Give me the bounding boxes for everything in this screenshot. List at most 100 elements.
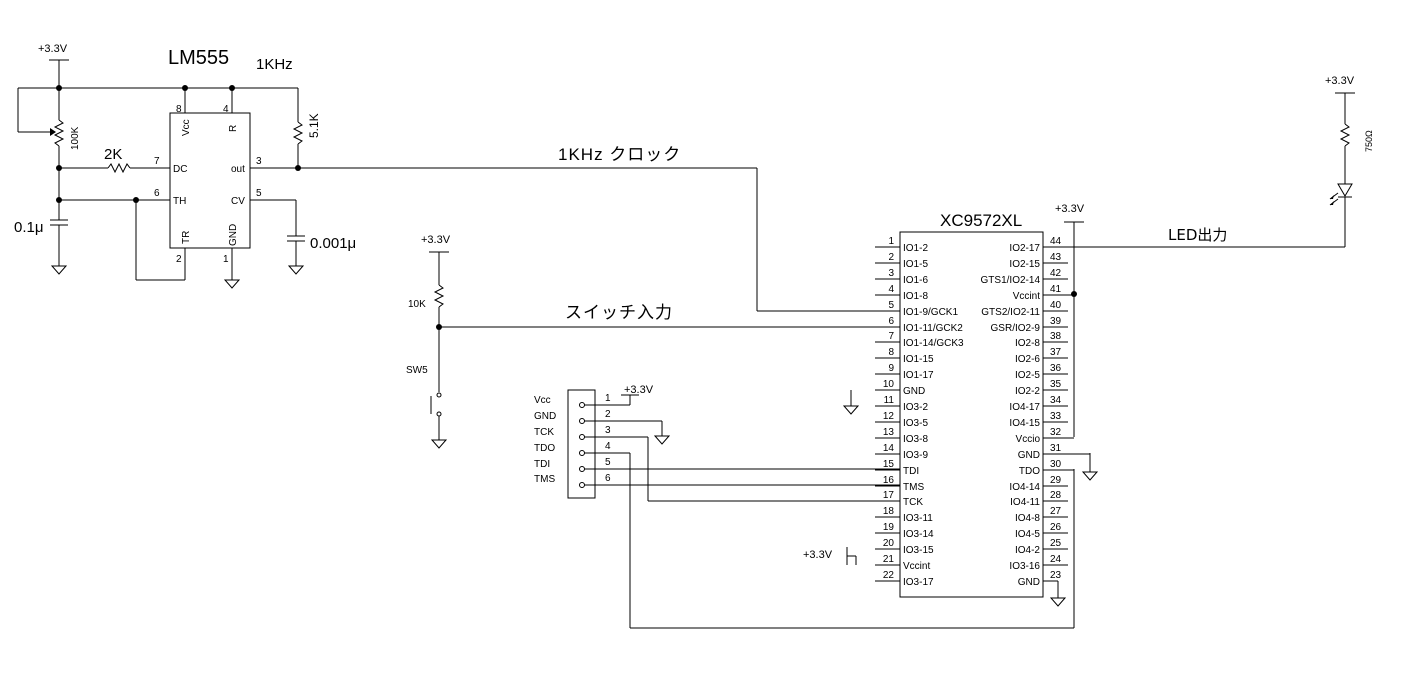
cpld-pin-name: GND [1018,577,1040,588]
jtag-label: TCK [534,427,554,438]
timer-pin-num: 8 [176,104,182,115]
cpld-pin-name: TMS [903,482,924,493]
r-out-value: 5.1K [307,113,321,138]
cpld-pin-num: 10 [883,379,895,390]
cpld-pin-name: GND [1018,450,1040,461]
cpld-pin-num: 38 [1050,331,1062,342]
supply-label: +3.3V [803,549,833,561]
cpld-right-pins: 44IO2-1743IO2-1542GTS1/IO2-1441Vccint40G… [981,236,1090,588]
cpld-pin-num: 25 [1050,538,1062,549]
jtag-label: TMS [534,474,555,485]
cpld-pin-name: GSR/IO2-9 [991,323,1041,334]
cpld-pin-name: TDO [1019,466,1040,477]
supply-label: +3.3V [38,43,68,55]
cpld-pin-num: 23 [1050,570,1062,581]
timer-pin-num: 5 [256,188,262,199]
cpld-pin-name: IO2-8 [1015,338,1040,349]
cpld-pin-num: 8 [888,347,894,358]
cpld-pin-name: IO1-15 [903,354,934,365]
r-led-value: 750Ω [1364,130,1374,152]
timer-pin-name: GND [228,224,239,246]
cpld-pin-name: IO4-8 [1015,513,1040,524]
c-timing-value: 0.1μ [14,219,44,236]
cpld-pin-name: IO4-15 [1009,418,1040,429]
cpld-name: XC9572XL [940,211,1022,230]
cpld-pin-num: 21 [883,554,895,565]
supply-label: +3.3V [421,234,451,246]
switch-label: SW5 [406,365,428,376]
timer-pin-name: TH [173,196,186,207]
timer-pin-name: R [228,125,239,132]
cpld-pin-num: 17 [883,490,895,501]
led-diode [1337,183,1353,197]
cpld-pin-name: IO2-17 [1009,243,1040,254]
cpld-pin-name: IO3-2 [903,402,928,413]
cpld-pin-name: IO1-8 [903,291,928,302]
timer-pin-num: 4 [223,104,229,115]
cpld-pin-num: 43 [1050,252,1062,263]
cpld-pin-name: IO1-9/GCK1 [903,307,958,318]
timer-freq: 1KHz [256,56,293,73]
lm555-chip [169,112,251,249]
cpld-pin-name: IO1-6 [903,275,928,286]
cpld-pin-num: 16 [883,475,895,486]
cpld-pin-name: GTS1/IO2-14 [981,275,1041,286]
cpld-pin-name: IO3-17 [903,577,934,588]
cpld-pin-num: 29 [1050,475,1062,486]
cpld-pin-num: 32 [1050,427,1062,438]
timer-pin-num: 3 [256,156,262,167]
cpld-pin-name: Vccio [1016,434,1041,445]
cpld-pin-num: 14 [883,443,895,454]
jtag-pin-num: 1 [605,393,611,404]
cpld-pin-num: 5 [888,300,894,311]
cpld-pin-name: IO3-14 [903,529,934,540]
switch-section: +3.3V 10K スイッチ入力 SW5 [406,234,900,449]
cpld-pin-num: 34 [1050,395,1062,406]
cpld-pin-name: IO4-5 [1015,529,1040,540]
cpld-pin-name: IO1-11/GCK2 [903,323,963,334]
cpld-pin-name: IO4-17 [1009,402,1040,413]
cpld-pin-name: TCK [903,497,923,508]
cpld-pin-name: Vccint [903,561,930,572]
jtag-pin-num: 6 [605,473,611,484]
cpld-pin-name: IO1-17 [903,370,934,381]
pot-value: 100K [70,126,81,150]
cpld-pin-num: 39 [1050,316,1062,327]
clock-net-label: 1KHz クロック [558,145,681,164]
timer-pin-num: 2 [176,254,182,265]
cpld-pin-name: IO3-11 [903,513,933,524]
timer-pin-name: TR [181,231,192,244]
timer-pin-name: out [231,164,245,175]
cpld-pin-num: 22 [883,570,895,581]
cpld-pin-num: 11 [884,395,895,406]
led-section: +3.3V 750Ω [1325,75,1374,247]
jtag-pin-num: 4 [605,441,611,452]
cpld-left-pins: 1IO1-22IO1-53IO1-64IO1-85IO1-9/GCK16IO1-… [875,236,964,588]
jtag-label: GND [534,411,556,422]
r-dc-value: 2K [104,146,122,163]
supply-label: +3.3V [1325,75,1355,87]
cpld-pin-num: 19 [883,522,895,533]
cpld-pin-num: 13 [883,427,895,438]
cpld-pin-num: 41 [1050,284,1062,295]
timer-pin-name: Vcc [181,119,192,136]
led-net-label: LED出力 [1168,226,1227,244]
supply-label: +3.3V [1055,203,1085,215]
cpld-pin-name: IO4-14 [1009,482,1040,493]
cpld-pin-num: 36 [1050,363,1062,374]
jtag-label: TDI [534,459,550,470]
cpld-pin-num: 6 [888,316,894,327]
cpld-pin-num: 3 [888,268,894,279]
timer-name: LM555 [168,47,229,69]
cpld-pin-num: 7 [888,331,894,342]
cpld-pin-num: 12 [883,411,895,422]
supply-label: +3.3V [624,384,654,396]
cpld-pin-num: 33 [1050,411,1062,422]
cpld-pin-num: 42 [1050,268,1062,279]
cpld-pin-num: 2 [888,252,894,263]
cpld-pin-num: 44 [1050,236,1062,247]
cpld-pin-num: 27 [1050,506,1062,517]
cpld-pin-num: 35 [1050,379,1062,390]
timer-pin-num: 1 [223,254,229,265]
